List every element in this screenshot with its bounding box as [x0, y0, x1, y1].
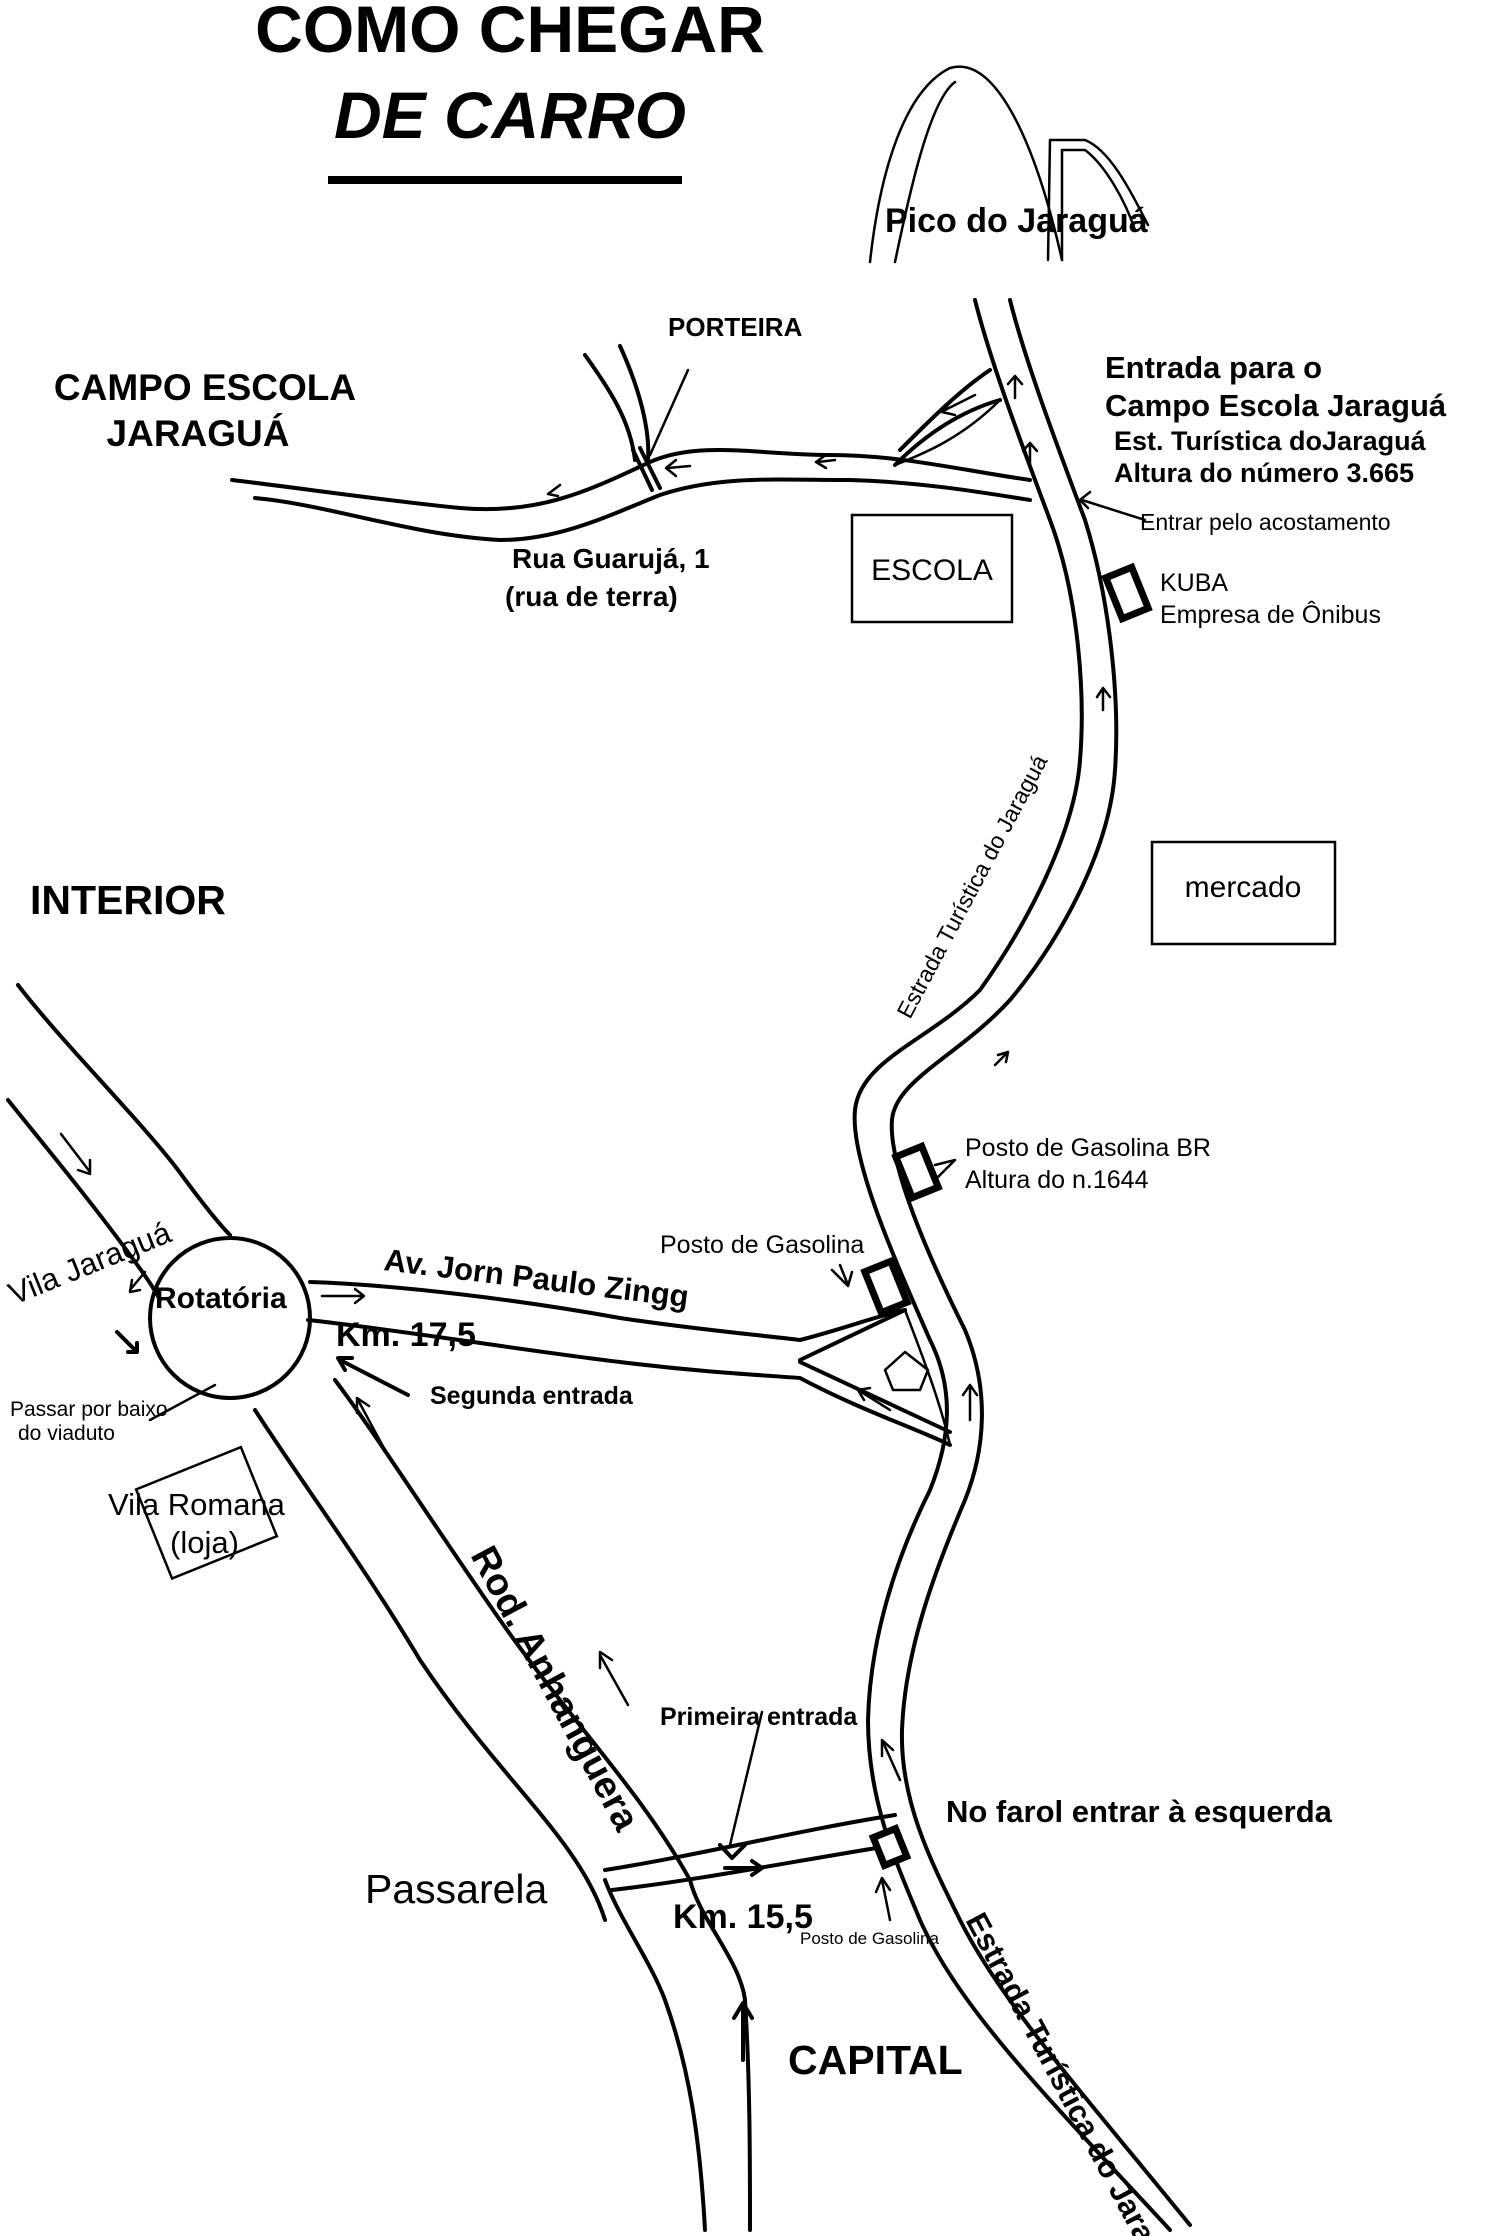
- capital-label: CAPITAL: [788, 2037, 963, 2083]
- pentagon-marker: [883, 1350, 930, 1392]
- campo-escola-label: CAMPO ESCOLA: [54, 367, 356, 408]
- arrow-icon: [1021, 441, 1039, 467]
- vila-romana-label: Vila Romana: [108, 1487, 286, 1522]
- passar-baixo-label-2: do viaduto: [18, 1422, 115, 1445]
- rua-terra-label: (rua de terra): [505, 581, 678, 612]
- porteira-label: PORTEIRA: [668, 312, 803, 342]
- estrada-lower-label: Estrada Turística do Jaraguá: [959, 1907, 1189, 2236]
- av-jorn-road: [306, 1280, 952, 1447]
- posto-br-label: Posto de Gasolina BR: [965, 1134, 1211, 1162]
- page-title: COMO CHEGAR: [255, 0, 765, 66]
- primeira-entrada-label: Primeira entrada: [660, 1703, 858, 1731]
- rotatoria-label: Rotatória: [155, 1282, 287, 1315]
- segunda-entrada-label: Segunda entrada: [430, 1382, 634, 1410]
- escola-label: ESCOLA: [871, 554, 993, 587]
- rua-guaruja-road: [230, 344, 1032, 542]
- campo-escola-label-2: JARAGUÁ: [107, 413, 290, 454]
- mercado-label: mercado: [1185, 871, 1302, 904]
- passarela-label: Passarela: [365, 1866, 548, 1912]
- passarela-road: [603, 1813, 897, 1892]
- km-175-label: Km. 17,5: [336, 1316, 476, 1354]
- kuba-label: KUBA: [1160, 569, 1228, 597]
- posto-small-building: [868, 1824, 912, 1870]
- empresa-onibus-label: Empresa de Ônibus: [1160, 600, 1381, 629]
- posto-small-label: Posto de Gasolina: [800, 1929, 939, 1948]
- posto-gasolina-building: [860, 1256, 912, 1318]
- estrada-turistica-road: [852, 298, 1192, 2232]
- interior-label: INTERIOR: [30, 877, 226, 923]
- interior-roads: [6, 983, 232, 1302]
- posto-gasolina-label: Posto de Gasolina: [660, 1231, 864, 1259]
- mountain-icon: [868, 65, 1150, 264]
- arrow-icon: [1006, 374, 1024, 400]
- mercado-building: [1150, 840, 1337, 946]
- est-turistica-label: Est. Turística doJaraguá: [1114, 426, 1427, 456]
- entrada-label-2: Campo Escola Jaraguá: [1105, 388, 1447, 423]
- pico-label: Pico do Jaraguá: [885, 202, 1148, 240]
- passar-baixo-label: Passar por baixo: [10, 1398, 168, 1421]
- vila-romana-building: [134, 1445, 279, 1581]
- entrada-label: Entrada para o: [1105, 350, 1322, 385]
- rod-anhanguera-road: [253, 1378, 752, 2232]
- page-subtitle: DE CARRO: [334, 78, 686, 152]
- acostamento-label: Entrar pelo acostamento: [1140, 509, 1391, 535]
- altura-3665-label: Altura do número 3.665: [1114, 458, 1414, 488]
- direction-arrows: [59, 374, 1147, 2062]
- estrada-upper-label: Estrada Turística do Jaraguá: [891, 750, 1052, 1022]
- no-farol-label: No farol entrar à esquerda: [946, 1794, 1333, 1829]
- vila-jaragua-label: Vila Jaraguá: [4, 1214, 177, 1311]
- altura-1644-label: Altura do n.1644: [965, 1166, 1149, 1194]
- rua-guaruja-label: Rua Guarujá, 1: [512, 543, 710, 574]
- rotatoria-circle: [148, 1236, 312, 1400]
- km-155-label: Km. 15,5: [673, 1898, 813, 1936]
- posto-br-building: [891, 1141, 943, 1203]
- escola-building: [850, 513, 1014, 624]
- kuba-building: [1101, 562, 1153, 624]
- vila-romana-label-2: (loja): [170, 1525, 239, 1560]
